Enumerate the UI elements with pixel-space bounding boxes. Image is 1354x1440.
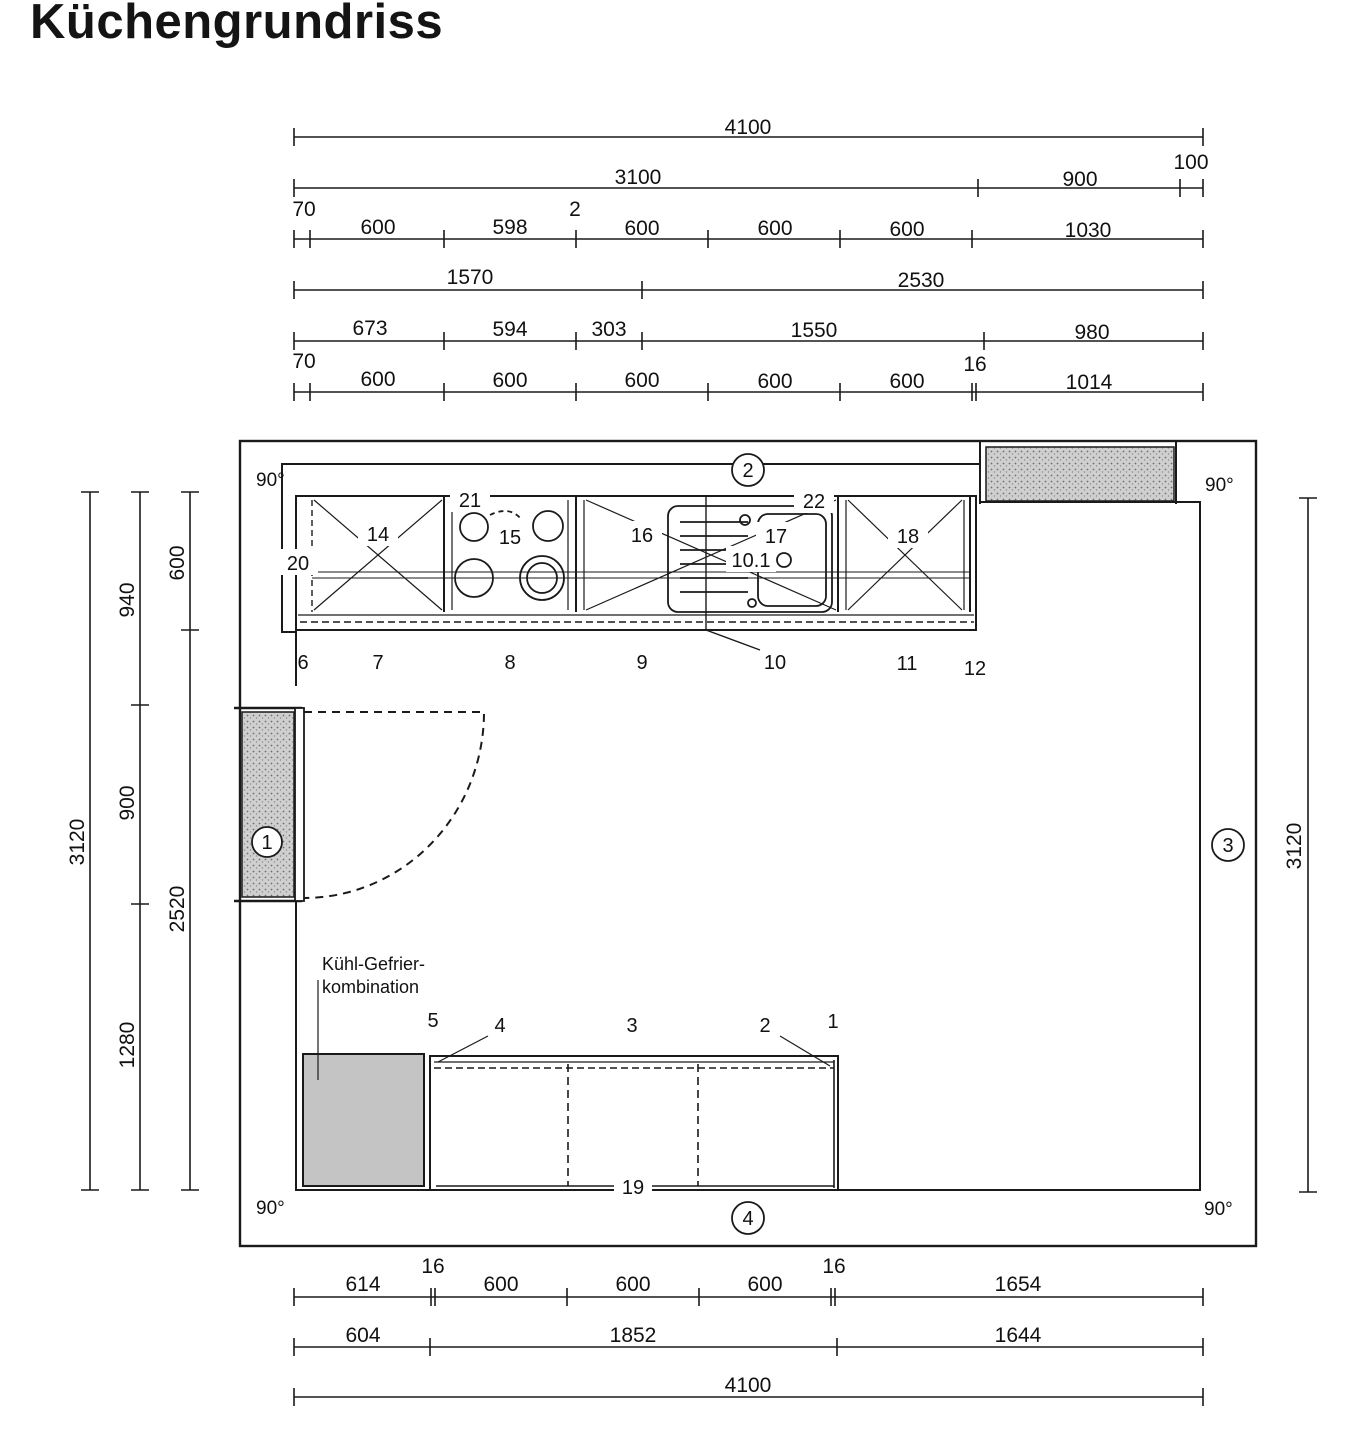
dim-text: 600 bbox=[492, 369, 527, 392]
dim-text: 303 bbox=[591, 318, 626, 341]
sink bbox=[667, 496, 833, 651]
wall-markers bbox=[251, 453, 1245, 1235]
dim-text: 940 bbox=[116, 582, 139, 617]
item-15: 15 bbox=[499, 527, 521, 549]
angle-bottom-left: 90° bbox=[256, 1198, 285, 1219]
cabinet-3: 3 bbox=[626, 1015, 637, 1037]
dim-text: 70 bbox=[292, 198, 315, 221]
window-wall-2 bbox=[979, 440, 1177, 504]
item-20: 20 bbox=[287, 553, 309, 575]
angle-bottom-right: 90° bbox=[1204, 1199, 1233, 1220]
fridge-label-line-1: Kühl-Gefrier- bbox=[322, 954, 425, 974]
page-title: Küchengrundriss bbox=[30, 0, 444, 49]
dim-text: 600 bbox=[757, 217, 792, 240]
cabinet-8: 8 bbox=[504, 652, 515, 674]
cabinet-1: 1 bbox=[827, 1011, 838, 1033]
dim-text: 1644 bbox=[995, 1324, 1042, 1347]
cabinet-10: 10 bbox=[764, 652, 786, 674]
dim-text: 3120 bbox=[1283, 823, 1306, 870]
dimension-lines bbox=[81, 128, 1317, 1406]
bottom-counter bbox=[302, 980, 839, 1191]
dim-text: 594 bbox=[492, 318, 527, 341]
top-cabinet-numbers: 6 7 8 9 10 11 12 bbox=[297, 652, 986, 680]
item-14: 14 bbox=[367, 524, 389, 546]
wall-2-label: 2 bbox=[742, 460, 753, 482]
dim-text: 600 bbox=[889, 370, 924, 393]
dim-text: 980 bbox=[1074, 321, 1109, 344]
top-counter bbox=[295, 495, 977, 631]
item-21: 21 bbox=[459, 490, 481, 512]
dim-text: 16 bbox=[421, 1255, 444, 1278]
dim-text: 900 bbox=[116, 785, 139, 820]
plinth-19: 19 bbox=[622, 1177, 644, 1199]
cooktop bbox=[454, 510, 565, 601]
dim-text: 673 bbox=[352, 317, 387, 340]
dim-text: 600 bbox=[360, 216, 395, 239]
outer-wall bbox=[238, 439, 1258, 1248]
fridge-label-line-2: kombination bbox=[322, 977, 419, 997]
cabinet-5: 5 bbox=[427, 1010, 438, 1032]
cabinet-6: 6 bbox=[297, 652, 308, 674]
top-counter-labels: 14 15 16 17 18 20 21 22 10.1 bbox=[278, 486, 928, 575]
bottom-dimension-labels: 614 16 600 600 600 16 1654 604 1852 1644… bbox=[345, 1255, 1041, 1397]
dim-text: 2530 bbox=[898, 269, 945, 292]
cabinet-4: 4 bbox=[494, 1015, 505, 1037]
dim-text: 2520 bbox=[166, 886, 189, 933]
dim-text: 4100 bbox=[725, 116, 772, 139]
dim-text: 614 bbox=[345, 1273, 380, 1296]
dim-text: 4100 bbox=[725, 1374, 772, 1397]
dim-text: 1852 bbox=[610, 1324, 657, 1347]
dim-text: 598 bbox=[492, 216, 527, 239]
wall-1-label: 1 bbox=[261, 832, 272, 854]
dim-text: 1280 bbox=[116, 1022, 139, 1069]
dim-text: 600 bbox=[889, 218, 924, 241]
item-16: 16 bbox=[631, 525, 653, 547]
angle-top-left: 90° bbox=[256, 470, 285, 491]
dim-text: 900 bbox=[1062, 168, 1097, 191]
item-18: 18 bbox=[897, 526, 919, 548]
angle-top-right: 90° bbox=[1205, 475, 1234, 496]
dim-text: 3120 bbox=[66, 819, 89, 866]
bottom-cabinet-numbers: 5 4 3 2 1 19 bbox=[427, 1010, 838, 1199]
dim-text: 16 bbox=[822, 1255, 845, 1278]
dim-text: 70 bbox=[292, 350, 315, 373]
cabinet-9: 9 bbox=[636, 652, 647, 674]
dim-text: 600 bbox=[747, 1273, 782, 1296]
dim-text: 100 bbox=[1173, 151, 1208, 174]
dim-text: 1550 bbox=[791, 319, 838, 342]
dim-text: 3100 bbox=[615, 166, 662, 189]
dim-text: 1570 bbox=[447, 266, 494, 289]
dim-text: 600 bbox=[483, 1273, 518, 1296]
dim-text: 600 bbox=[360, 368, 395, 391]
dim-text: 1014 bbox=[1066, 371, 1113, 394]
wall-4-label: 4 bbox=[742, 1208, 753, 1230]
dim-text: 600 bbox=[757, 370, 792, 393]
dim-text: 600 bbox=[624, 217, 659, 240]
vertical-dimension-labels: 3120 940 900 1280 600 2520 3120 bbox=[66, 545, 1306, 1068]
dim-text: 600 bbox=[166, 545, 189, 580]
dim-text: 1030 bbox=[1065, 219, 1112, 242]
dim-text: 604 bbox=[345, 1324, 380, 1347]
dim-text: 600 bbox=[624, 369, 659, 392]
dim-text: 1654 bbox=[995, 1273, 1042, 1296]
dim-text: 16 bbox=[963, 353, 986, 376]
cabinet-11: 11 bbox=[897, 653, 918, 675]
dim-text: 600 bbox=[615, 1273, 650, 1296]
item-22: 22 bbox=[803, 491, 825, 513]
top-dimension-labels: 4100 3100 900 100 70 600 598 2 600 600 6… bbox=[292, 116, 1208, 394]
door-wall-1 bbox=[234, 706, 305, 903]
door-swing-arc bbox=[303, 711, 486, 899]
cabinet-2: 2 bbox=[759, 1015, 770, 1037]
wall-3-label: 3 bbox=[1222, 835, 1233, 857]
cabinet-12: 12 bbox=[964, 658, 986, 680]
cabinet-7: 7 bbox=[372, 652, 383, 674]
dim-text: 2 bbox=[569, 198, 581, 221]
item-17: 17 bbox=[765, 526, 787, 548]
fridge-freezer bbox=[302, 1053, 425, 1187]
item-10-1: 10.1 bbox=[732, 550, 771, 572]
